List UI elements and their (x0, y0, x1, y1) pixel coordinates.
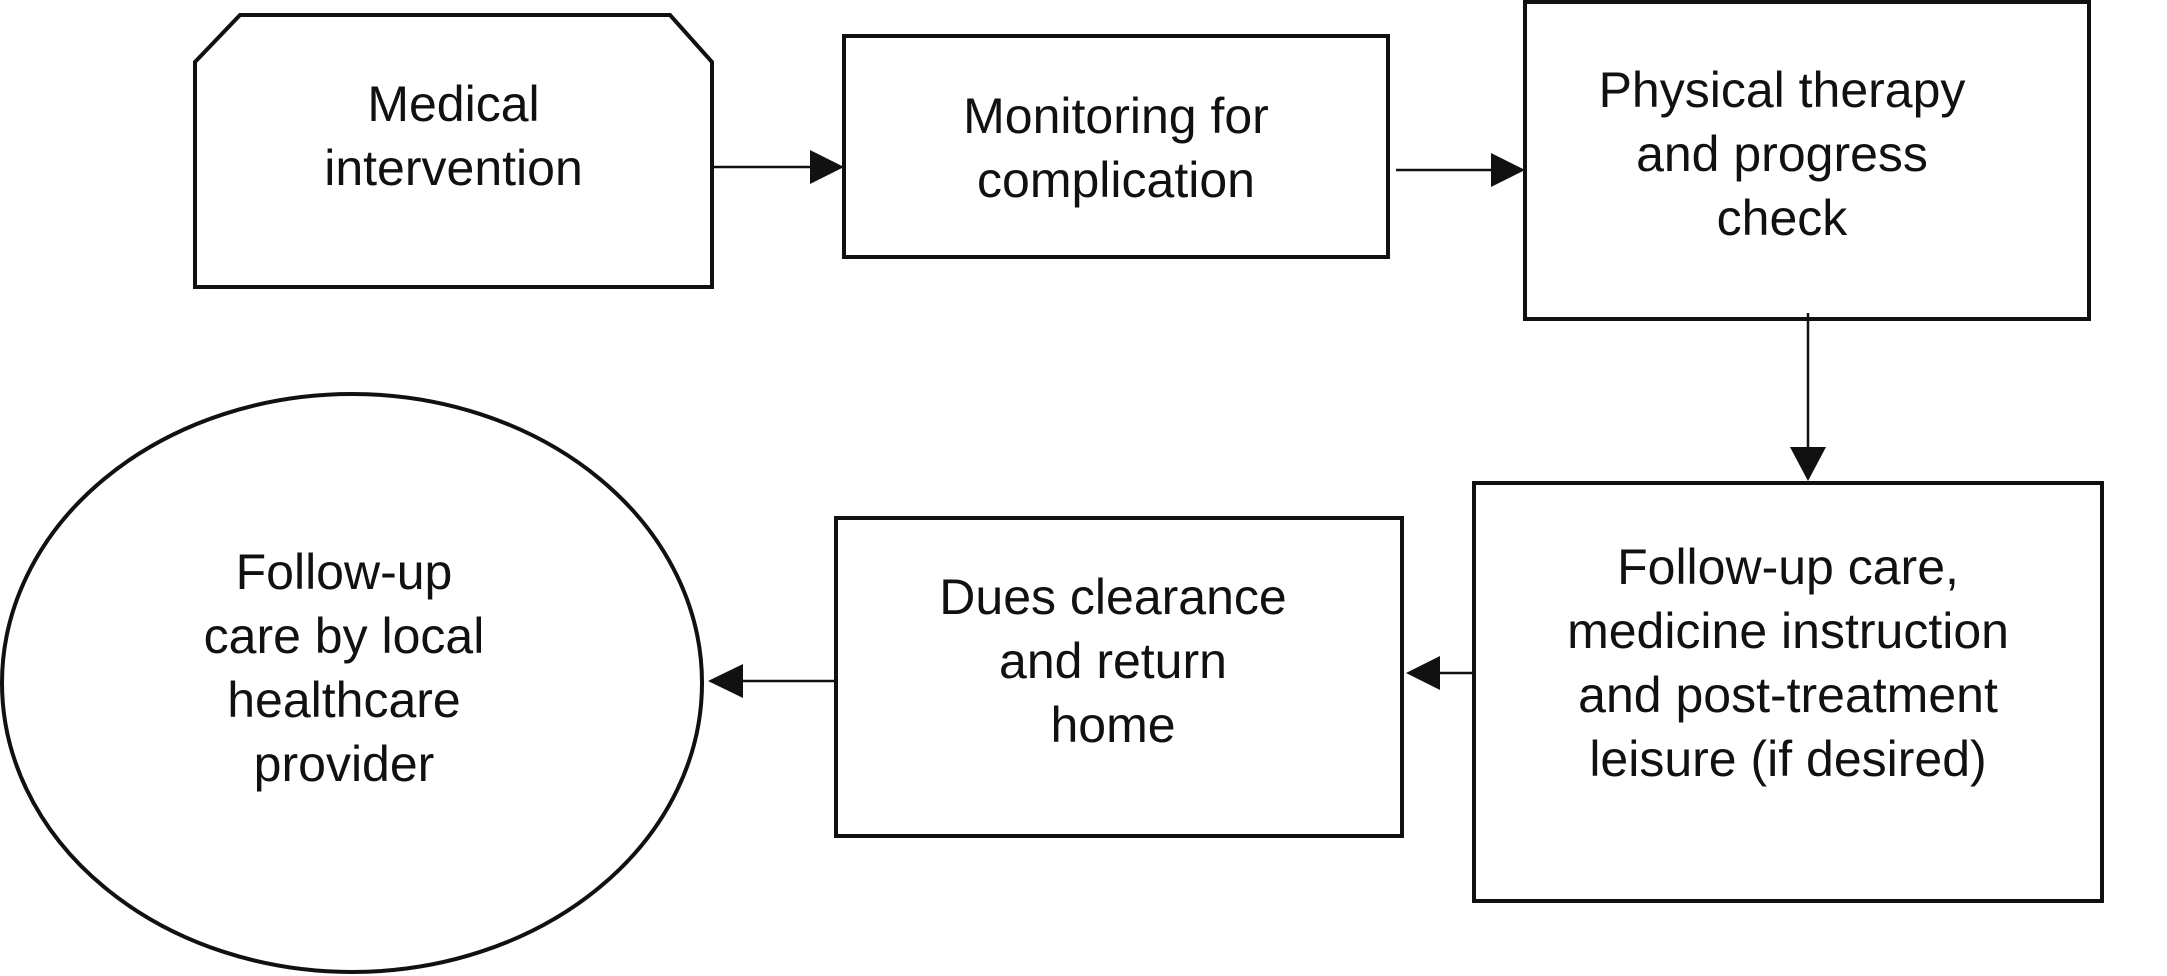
dues-clearance-label: Dues clearance and return home (939, 569, 1287, 753)
physical-therapy-label: Physical therapy and progress check (1598, 62, 1966, 246)
monitoring-label: Monitoring for complication (963, 88, 1269, 208)
arrowhead-to-follow-up-care (1790, 447, 1826, 481)
arrowhead-to-dues-clearance (1406, 656, 1440, 690)
arrowhead-to-local-provider (708, 664, 743, 698)
local-provider-label: Follow-up care by local healthcare provi… (203, 544, 485, 792)
arrowhead-to-monitoring (810, 150, 844, 184)
monitoring-box (842, 34, 1390, 259)
arrowhead-to-physical-therapy (1491, 153, 1525, 187)
dues-clearance-box (834, 516, 1404, 838)
follow-up-care-box (1472, 481, 2104, 903)
medical-intervention-box (193, 13, 714, 289)
follow-up-care-label: Follow-up care, medicine instruction and… (1567, 539, 2009, 787)
medical-intervention-label: Medical intervention (324, 76, 583, 196)
local-provider-ellipse (0, 392, 704, 974)
